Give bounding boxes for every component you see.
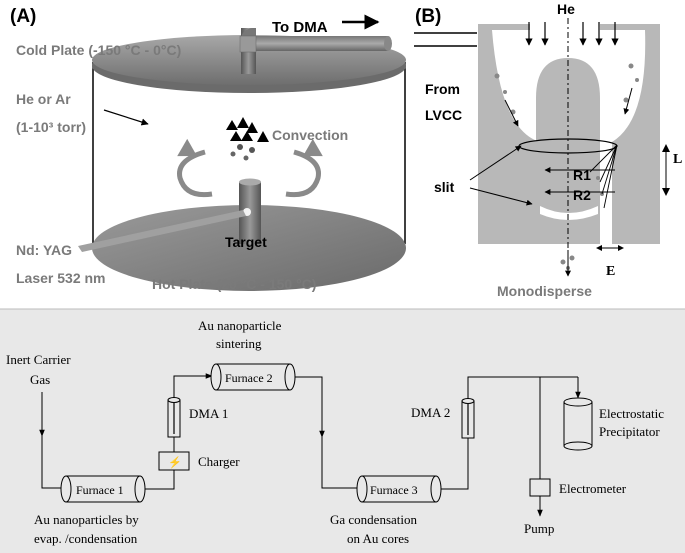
l-label: L (673, 152, 682, 167)
pump-label: Pump (524, 521, 554, 536)
pressure-label: (1-10³ torr) (16, 119, 86, 135)
furnace-3-label: Furnace 3 (370, 483, 418, 497)
furnace-1-label: Furnace 1 (76, 483, 124, 497)
e-arrow-right (618, 245, 624, 251)
electrometer-label: Electrometer (559, 481, 627, 496)
convection-label: Convection (272, 127, 348, 143)
furnace-1: Furnace 1 (60, 475, 146, 503)
electrometer (529, 478, 551, 497)
e-arrow-left (596, 245, 602, 251)
charger-label: Charger (198, 454, 240, 469)
convection-arrow-left (177, 149, 213, 198)
from-label-line2: LVCC (425, 107, 462, 123)
dma-1-label: DMA 1 (189, 406, 228, 421)
l-arrow-bottom (662, 188, 670, 196)
furnace-2: Furnace 2 (210, 363, 296, 391)
pipe-furnace1-charger (145, 470, 175, 490)
gas-pointer-arrow (103, 109, 149, 126)
convection-arrow-left-head (177, 138, 197, 157)
trajectory-lines (589, 144, 618, 209)
hot-plate-label: Hot Plate (20 °C - 150 °C) (152, 276, 316, 292)
target-rod-top (239, 178, 261, 186)
charger-symbol: ⚡ (168, 456, 182, 469)
dma-1 (167, 397, 181, 438)
slit-label: slit (434, 179, 455, 195)
charger: ⚡ (158, 451, 190, 471)
furnace-3: Furnace 3 (356, 475, 442, 503)
sintering-label-line2: sintering (216, 336, 262, 351)
sintering-label-line1: Au nanoparticle (198, 318, 282, 333)
slit-pointer-lower (469, 187, 533, 206)
outer-wall-right (600, 24, 660, 244)
r2-label: R2 (573, 187, 591, 203)
dma-pipe-joint (239, 35, 257, 53)
pipe-dma2-manifold (467, 376, 578, 399)
evap-caption-line1: Au nanoparticles by (34, 512, 139, 527)
pipe-gas-furnace1 (41, 436, 66, 489)
laser-beam (78, 210, 246, 252)
from-label-line1: From (425, 81, 460, 97)
monodisperse-label: Monodisperse (497, 283, 592, 299)
slit-pointer-upper (469, 145, 522, 181)
he-label: He (557, 1, 575, 17)
inner-electrode (536, 58, 600, 244)
dma-2 (461, 398, 475, 439)
furnace-2-label: Furnace 2 (225, 371, 273, 385)
cold-plate-label: Cold Plate (-150 °C - 0°C) (16, 42, 181, 58)
cluster-particles (226, 117, 269, 161)
pipe-furnace3-dma2 (441, 438, 469, 490)
pipe-dma1-furnace2 (173, 373, 213, 398)
outer-wall-left (478, 24, 540, 244)
ga-caption-line2: on Au cores (347, 531, 409, 546)
panel-b-label: (B) (415, 6, 441, 27)
convection-arrow-right (285, 149, 321, 198)
precipitator-label-line1: Electrostatic (599, 406, 664, 421)
precipitator-label-line2: Precipitator (599, 424, 660, 439)
inert-gas-label-line2: Gas (30, 372, 50, 387)
dma-pipe-end (384, 36, 392, 51)
laser-label-line2: Laser 532 nm (16, 270, 106, 286)
panel-a-label: (A) (10, 6, 36, 27)
dma-pipe-horizontal (248, 36, 388, 51)
he-flow-arrows (525, 22, 619, 46)
flow-arrow-right (623, 87, 633, 115)
dma-2-label: DMA 2 (411, 405, 450, 420)
panel-b: (B) He From LVCC (414, 1, 682, 299)
flow-panel: Inert Carrier Gas Furnace 1 ⚡ Charger DM… (0, 308, 685, 553)
gas-label: He or Ar (16, 91, 71, 107)
e-label: E (606, 264, 615, 279)
bottom-lip (540, 206, 598, 220)
to-dma-label: To DMA (272, 19, 328, 36)
convection-arrow-right-head (303, 138, 323, 157)
r1-label: R1 (573, 167, 591, 183)
flow-arrow-left (504, 99, 519, 127)
aerosol-dots (494, 63, 639, 270)
panel-a: (A) To DMA Cold Plate (-150 °C - 0°C) He… (10, 6, 406, 292)
electrostatic-precipitator (563, 397, 593, 451)
target-label: Target (225, 234, 267, 250)
evap-caption-line2: evap. /condensation (34, 531, 138, 546)
ga-caption-line1: Ga condensation (330, 512, 418, 527)
l-arrow-top (662, 144, 670, 152)
inert-gas-label-line1: Inert Carrier (6, 352, 71, 367)
laser-label-line1: Nd: YAG (16, 242, 72, 258)
